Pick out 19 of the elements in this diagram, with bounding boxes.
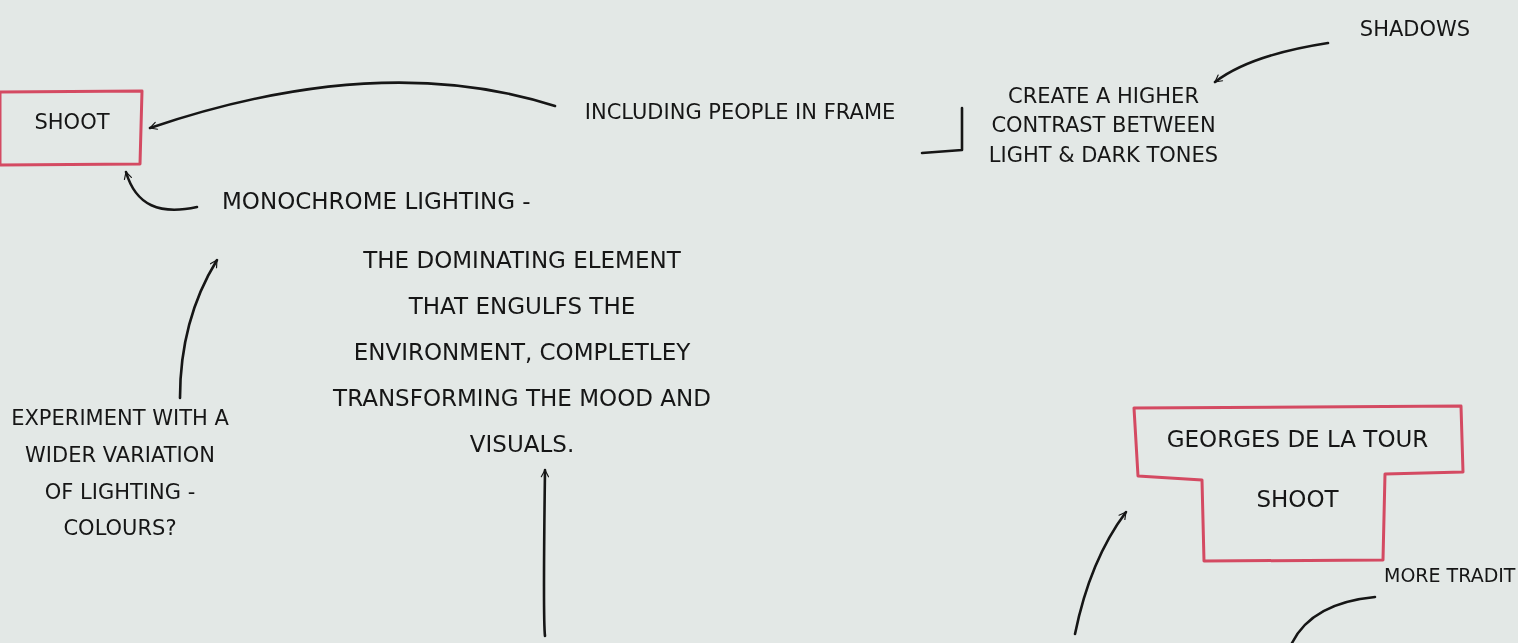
arrow bbox=[540, 468, 550, 638]
heading-text: MONOCHROME LIGHTING - bbox=[222, 187, 532, 216]
arrow bbox=[178, 258, 219, 400]
arrow bbox=[148, 81, 557, 130]
arrow bbox=[1073, 510, 1128, 636]
note-text: SHADOWS bbox=[1330, 15, 1500, 55]
note-text: INCLUDING PEOPLE IN FRAME bbox=[560, 98, 920, 168]
note-text: THE DOMINATING ELEMENT THAT ENGULFS THE ENVIRONMENT, COMPLETLEY TRANSFORMING THE MOOD AND VISUALS. bbox=[332, 246, 712, 460]
box-label: GEORGES DE LA TOUR SHOOT bbox=[1165, 425, 1430, 514]
t-shaped-box bbox=[1130, 402, 1465, 564]
connector-line bbox=[1290, 595, 1377, 643]
note-text: MORE TRADIT bbox=[1378, 555, 1516, 625]
arrow bbox=[124, 170, 199, 211]
bracket-line bbox=[920, 106, 964, 155]
box-label: SHOOT bbox=[33, 109, 111, 136]
note-text: EXPERIMENT WITH A WIDER VARIATION OF LIGHTING - COLOURS? bbox=[10, 400, 230, 547]
highlight-box bbox=[0, 88, 146, 168]
note-text: CREATE A HIGHER CONTRAST BETWEEN LIGHT & DARK TONES bbox=[966, 82, 1241, 212]
arrow bbox=[1213, 41, 1330, 84]
